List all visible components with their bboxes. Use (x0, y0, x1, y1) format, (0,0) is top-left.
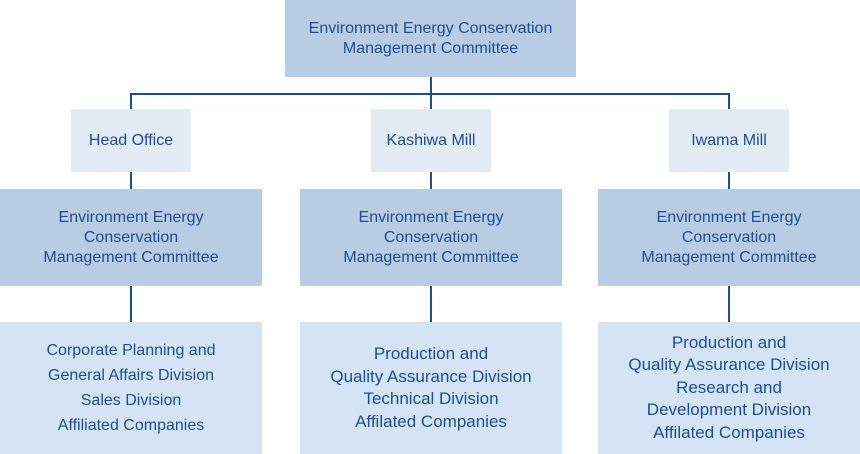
committee-line: Environment Energy (58, 208, 204, 226)
connector-kashiwa-to-committee (430, 172, 432, 189)
location-box-iwama-mill: Iwama Mill (669, 109, 789, 172)
committee-line: Conservation (383, 228, 479, 246)
division-line: Affilated Companies (355, 411, 507, 431)
division-line: Quality Assurance Division (628, 355, 830, 375)
committee-line: Management Committee (343, 248, 519, 266)
connector-iwama-committee-to-divisions (728, 286, 730, 322)
committee-box-head-office: Environment Energy Conservation Manageme… (0, 189, 262, 286)
location-box-head-office: Head Office (71, 109, 191, 172)
connector-iwama-drop (728, 93, 730, 109)
connector-iwama-to-committee (728, 172, 730, 189)
division-line: General Affairs Division (48, 367, 214, 384)
division-line: Technical Division (363, 389, 499, 408)
connector-head-office-to-committee (130, 172, 132, 189)
division-line: Affilated Companies (653, 422, 805, 442)
committee-line: Management Committee (43, 248, 219, 266)
top-committee-line-1: Environment Energy Conservation (308, 19, 553, 37)
division-line: Quality Assurance Division (330, 366, 532, 386)
divisions-box-head-office: Corporate Planning and General Affairs D… (0, 322, 262, 454)
location-label: Iwama Mill (691, 131, 767, 149)
committee-line: Environment Energy (358, 208, 504, 226)
committee-line: Management Committee (641, 248, 817, 266)
division-line: Affiliated Companies (57, 417, 205, 434)
divisions-box-kashiwa-mill: Production and Quality Assurance Divisio… (300, 322, 562, 454)
top-committee-box: Environment Energy Conservation Manageme… (285, 0, 576, 77)
committee-box-iwama-mill: Environment Energy Conservation Manageme… (598, 189, 860, 286)
location-box-kashiwa-mill: Kashiwa Mill (371, 109, 491, 172)
connector-top-vertical (430, 77, 432, 94)
connector-kashiwa-committee-to-divisions (430, 286, 432, 322)
top-committee-line-2: Management Committee (342, 39, 519, 57)
connector-head-office-committee-to-divisions (130, 286, 132, 322)
location-label: Kashiwa Mill (386, 131, 476, 149)
division-line: Development Division (646, 400, 812, 420)
division-line: Sales Division (80, 392, 182, 409)
divisions-box-iwama-mill: Production and Quality Assurance Divisio… (598, 322, 860, 454)
committee-line: Conservation (83, 228, 179, 246)
committee-box-kashiwa-mill: Environment Energy Conservation Manageme… (300, 189, 562, 286)
connector-head-office-drop (130, 93, 132, 109)
committee-line: Environment Energy (656, 208, 802, 226)
connector-kashiwa-drop (430, 93, 432, 109)
division-line: Production and (671, 332, 787, 352)
division-line: Corporate Planning and (46, 342, 216, 359)
location-label: Head Office (88, 131, 174, 149)
division-line: Production and (373, 344, 489, 363)
division-line: Research and (676, 377, 782, 397)
committee-line: Conservation (681, 228, 777, 246)
